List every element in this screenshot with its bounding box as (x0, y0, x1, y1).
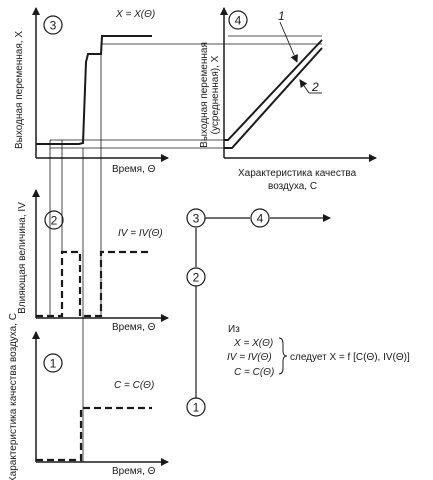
panel-1-xlabel: Время, Θ (112, 466, 156, 477)
panel-3-number-circle (43, 15, 63, 35)
relation-block: Из X = X(Θ) IV = IV(Θ) C = C(Θ) следует … (227, 324, 410, 378)
panel-1-number-circle (43, 353, 63, 373)
panel-2-equation: IV = IV(Θ) (118, 228, 163, 239)
panel-4-number: 4 (235, 14, 242, 28)
panel-3-equation: X = X(Θ) (115, 9, 155, 20)
panel-3: 3 Выходная переменная, X Время, Θ X = X(… (14, 7, 322, 175)
panel-3-number: 3 (50, 19, 57, 33)
panel-2-ylabel: Влияющая величина, IV (17, 202, 28, 314)
panel-3-response-curve (36, 35, 152, 145)
panel-4-curve-1-leader (279, 21, 298, 63)
panel-2: 2 Влияющая величина, IV Время, Θ IV = IV… (17, 189, 169, 333)
flow-node-4-circle (250, 208, 270, 228)
panel-4-xlabel-line2: воздуха, C (268, 181, 317, 192)
flow-node-4: 4 (257, 212, 264, 226)
panel-2-xlabel: Время, Θ (112, 322, 156, 333)
flow-node-3: 3 (193, 212, 200, 226)
panel-2-number: 2 (51, 214, 58, 228)
panel-3-ylabel: Выходная переменная, X (14, 31, 25, 149)
panel-4-curve-2-leader (299, 79, 310, 94)
panel-1: 1 Характеристика качества воздуха, C Вре… (8, 313, 169, 480)
panel-1-ylabel: Характеристика качества воздуха, C (8, 313, 19, 480)
flow-node-3-circle (186, 208, 206, 228)
relation-conclusion: следует X = f [C(Θ), IV(Θ)] (290, 352, 410, 363)
panel-1-number: 1 (50, 357, 57, 371)
panel-4-curve-2-label: 2 (311, 80, 319, 94)
flow-node-2-circle (186, 267, 206, 287)
flow-scheme: 3 4 2 1 (186, 208, 331, 417)
panel-4-ylabel-line1: Выходная переменная (199, 42, 210, 148)
time-guides (49, 44, 102, 462)
panel-4-curve-1 (224, 39, 323, 141)
flow-node-1: 1 (193, 401, 200, 415)
panel-4-curve-2 (224, 47, 323, 149)
panel-4-xlabel-line1: Характеристика качества (238, 168, 357, 179)
flow-node-2: 2 (193, 271, 200, 285)
flow-node-1-circle (186, 397, 206, 417)
panel-4: 4 Выходная переменная (усредненная), X Х… (199, 7, 377, 192)
panel-1-equation: C = C(Θ) (114, 380, 154, 391)
relation-eq-1: X = X(Θ) (233, 338, 273, 349)
panel-4-ylabel-line2: (усредненная), X (210, 55, 221, 134)
panel-2-number-circle (44, 210, 64, 230)
relation-brace (278, 337, 288, 375)
panel-4-curve-1-label: 1 (278, 9, 285, 23)
panel-1-quality-step (36, 406, 152, 462)
relation-eq-3: C = C(Θ) (234, 367, 274, 378)
relation-eq-2: IV = IV(Θ) (227, 352, 272, 363)
relation-intro: Из (228, 324, 240, 335)
panel-2-influence-pulse (36, 250, 152, 318)
panel-4-number-circle (228, 10, 248, 30)
panel-3-xlabel: Время, Θ (112, 164, 156, 175)
